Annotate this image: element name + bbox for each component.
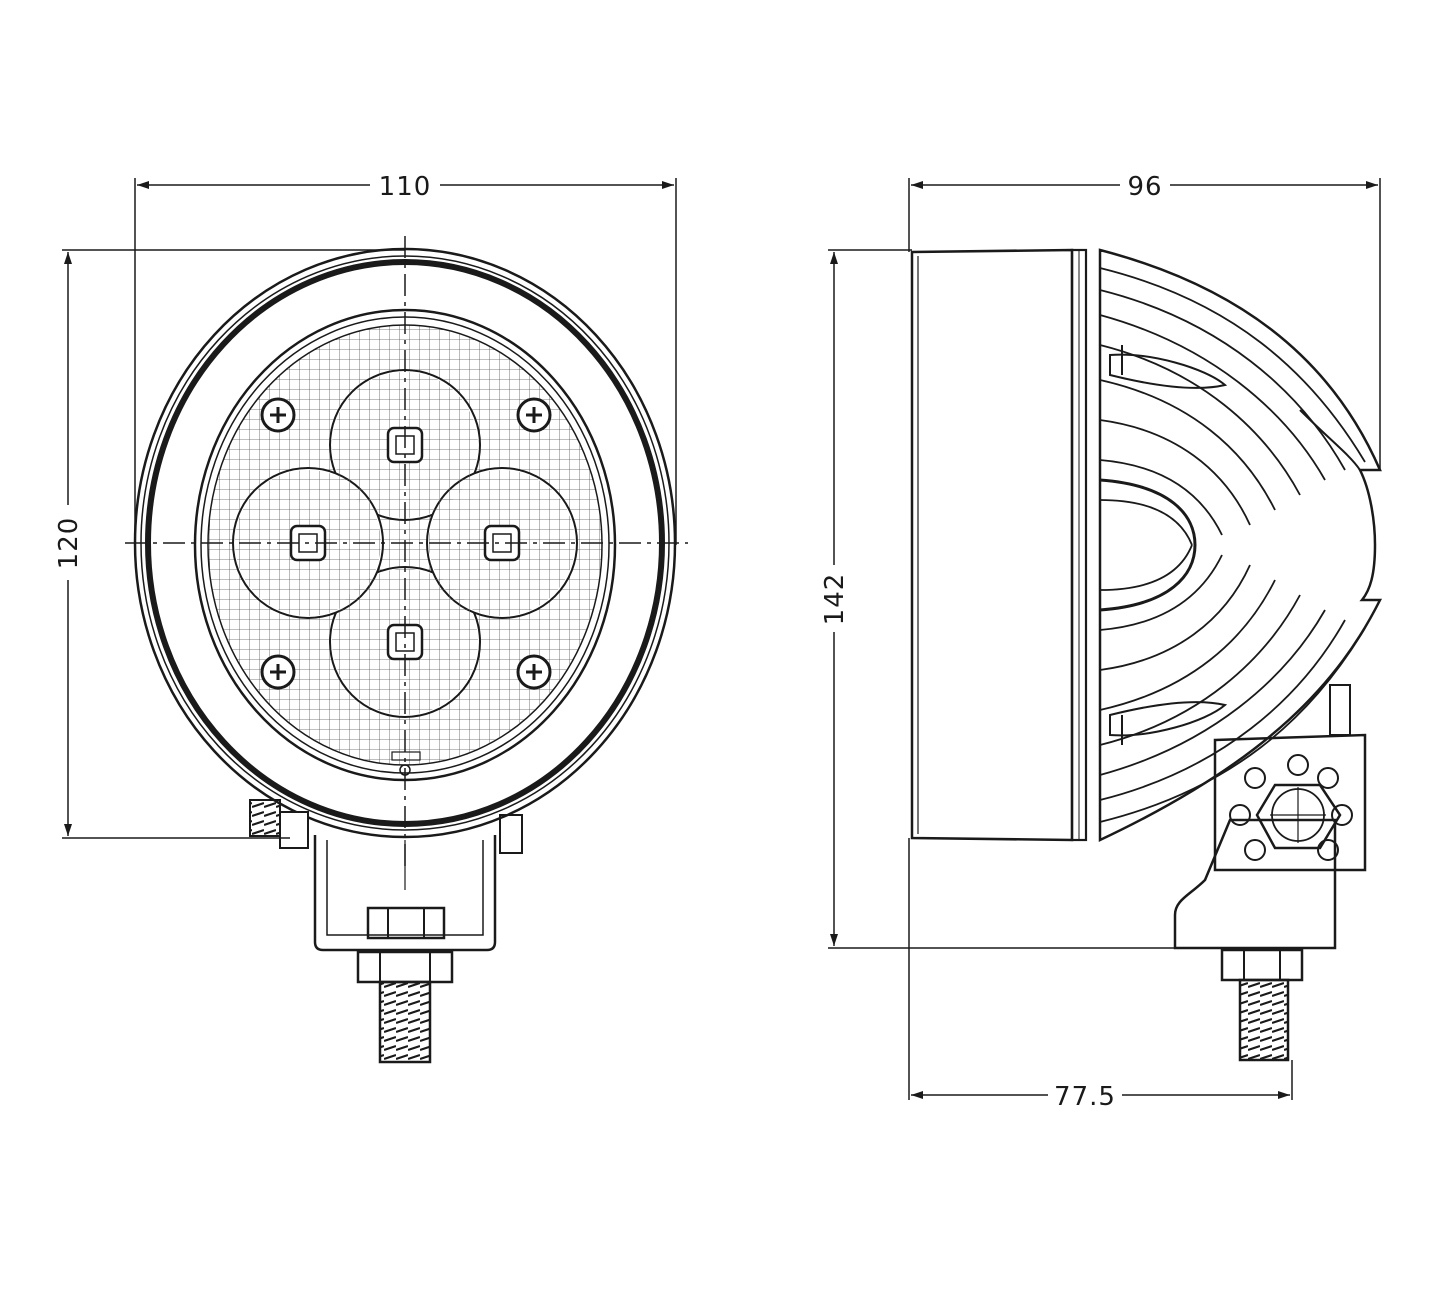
dim-label-side-height: 142 bbox=[820, 573, 850, 626]
front-view bbox=[125, 236, 688, 1064]
side-view bbox=[910, 248, 1383, 1062]
dimension-labels: 110 120 96 142 77.5 bbox=[54, 172, 1162, 1112]
dim-label-side-depth: 96 bbox=[1127, 172, 1162, 202]
side-bracket bbox=[1173, 684, 1367, 1062]
mounting-bracket bbox=[313, 835, 497, 1064]
vent-slot bbox=[1109, 701, 1228, 745]
screw-icon bbox=[516, 654, 552, 690]
screw-icon bbox=[260, 397, 296, 433]
screw-icon bbox=[516, 397, 552, 433]
center-lines bbox=[125, 236, 688, 870]
dimension-lines bbox=[62, 178, 1381, 1100]
screw-icon bbox=[260, 654, 296, 690]
cable-gland bbox=[249, 799, 309, 849]
dim-label-front-height: 120 bbox=[54, 517, 84, 570]
vent-slot bbox=[1109, 345, 1228, 389]
dim-label-front-width: 110 bbox=[379, 172, 432, 202]
dim-label-bracket-offset: 77.5 bbox=[1054, 1082, 1116, 1112]
